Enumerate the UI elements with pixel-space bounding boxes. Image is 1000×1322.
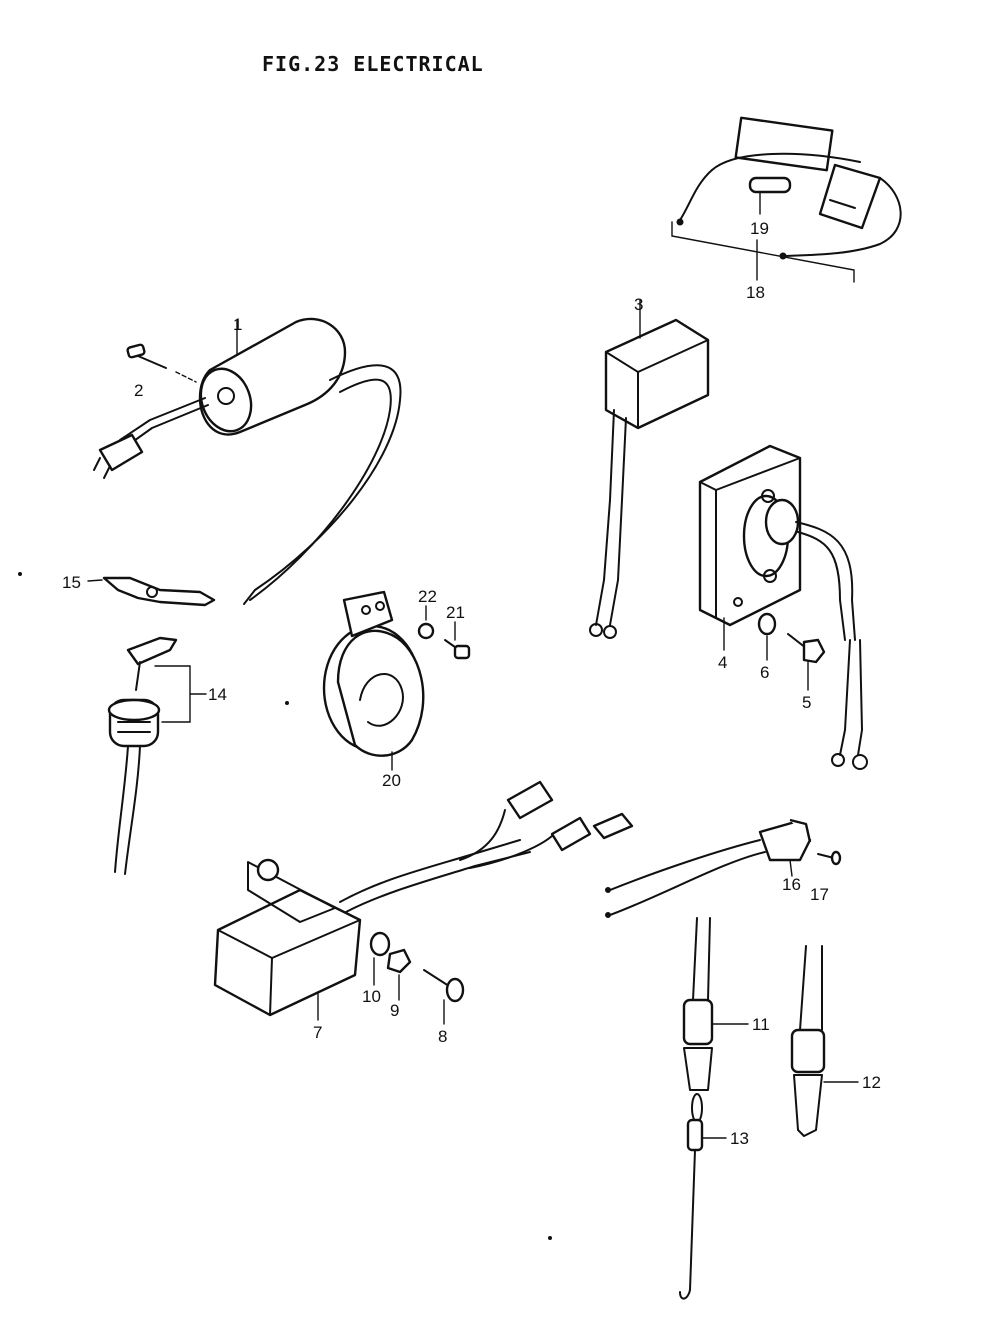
callout-13: 13 — [730, 1129, 749, 1148]
part-3-regulator — [589, 299, 710, 639]
part-7-cdi-unit — [213, 780, 634, 1021]
callout-6: 6 — [760, 663, 769, 682]
part-20-horn — [322, 590, 425, 771]
part-11-sensor — [682, 917, 749, 1091]
callout-11: 11 — [752, 1015, 770, 1034]
figure-title: FIG.23 ELECTRICAL — [262, 52, 484, 76]
part-12-sensor — [790, 945, 859, 1137]
part-19-fuse — [748, 176, 792, 215]
callout-3: 3 — [634, 295, 643, 314]
part-5-bolt — [787, 633, 826, 691]
part-22-washer — [417, 605, 435, 640]
callout-22: 22 — [418, 587, 437, 606]
part-15-bracket-plate — [87, 576, 216, 607]
callout-16: 16 — [782, 875, 801, 894]
callout-15: 15 — [62, 573, 81, 592]
callout-5: 5 — [802, 693, 811, 712]
callout-17: 17 — [810, 885, 829, 904]
part-13-clip-wire — [679, 1093, 727, 1300]
scan-speck — [285, 701, 289, 705]
callout-9: 9 — [390, 1001, 399, 1020]
scan-speck — [18, 572, 22, 576]
part-4-rectifier — [698, 444, 868, 770]
callout-12: 12 — [862, 1073, 881, 1092]
part-9-nut — [386, 948, 412, 1001]
part-10-washer — [369, 931, 391, 986]
part-1-ignition-coil — [93, 317, 402, 605]
callout-20: 20 — [382, 771, 401, 790]
part-8-bolt — [423, 969, 465, 1025]
scan-speck — [548, 1236, 552, 1240]
part-21-bolt — [444, 621, 471, 660]
part-6-washer — [757, 612, 777, 661]
callout-8: 8 — [438, 1027, 447, 1046]
callout-4: 4 — [718, 653, 727, 672]
callout-1: 1 — [233, 315, 242, 334]
callout-2: 2 — [134, 381, 143, 400]
callout-10: 10 — [362, 987, 381, 1006]
part-17-screw — [817, 850, 842, 866]
part-14-ignition-switch — [107, 636, 207, 875]
callout-18: 18 — [746, 283, 765, 302]
callout-7: 7 — [313, 1023, 322, 1042]
part-2-screw — [126, 343, 197, 383]
callout-19: 19 — [750, 219, 769, 238]
callout-14: 14 — [208, 685, 227, 704]
part-16-switch — [605, 818, 812, 918]
part-18-wire-harness-bracket — [671, 116, 902, 283]
callout-21: 21 — [446, 603, 465, 622]
